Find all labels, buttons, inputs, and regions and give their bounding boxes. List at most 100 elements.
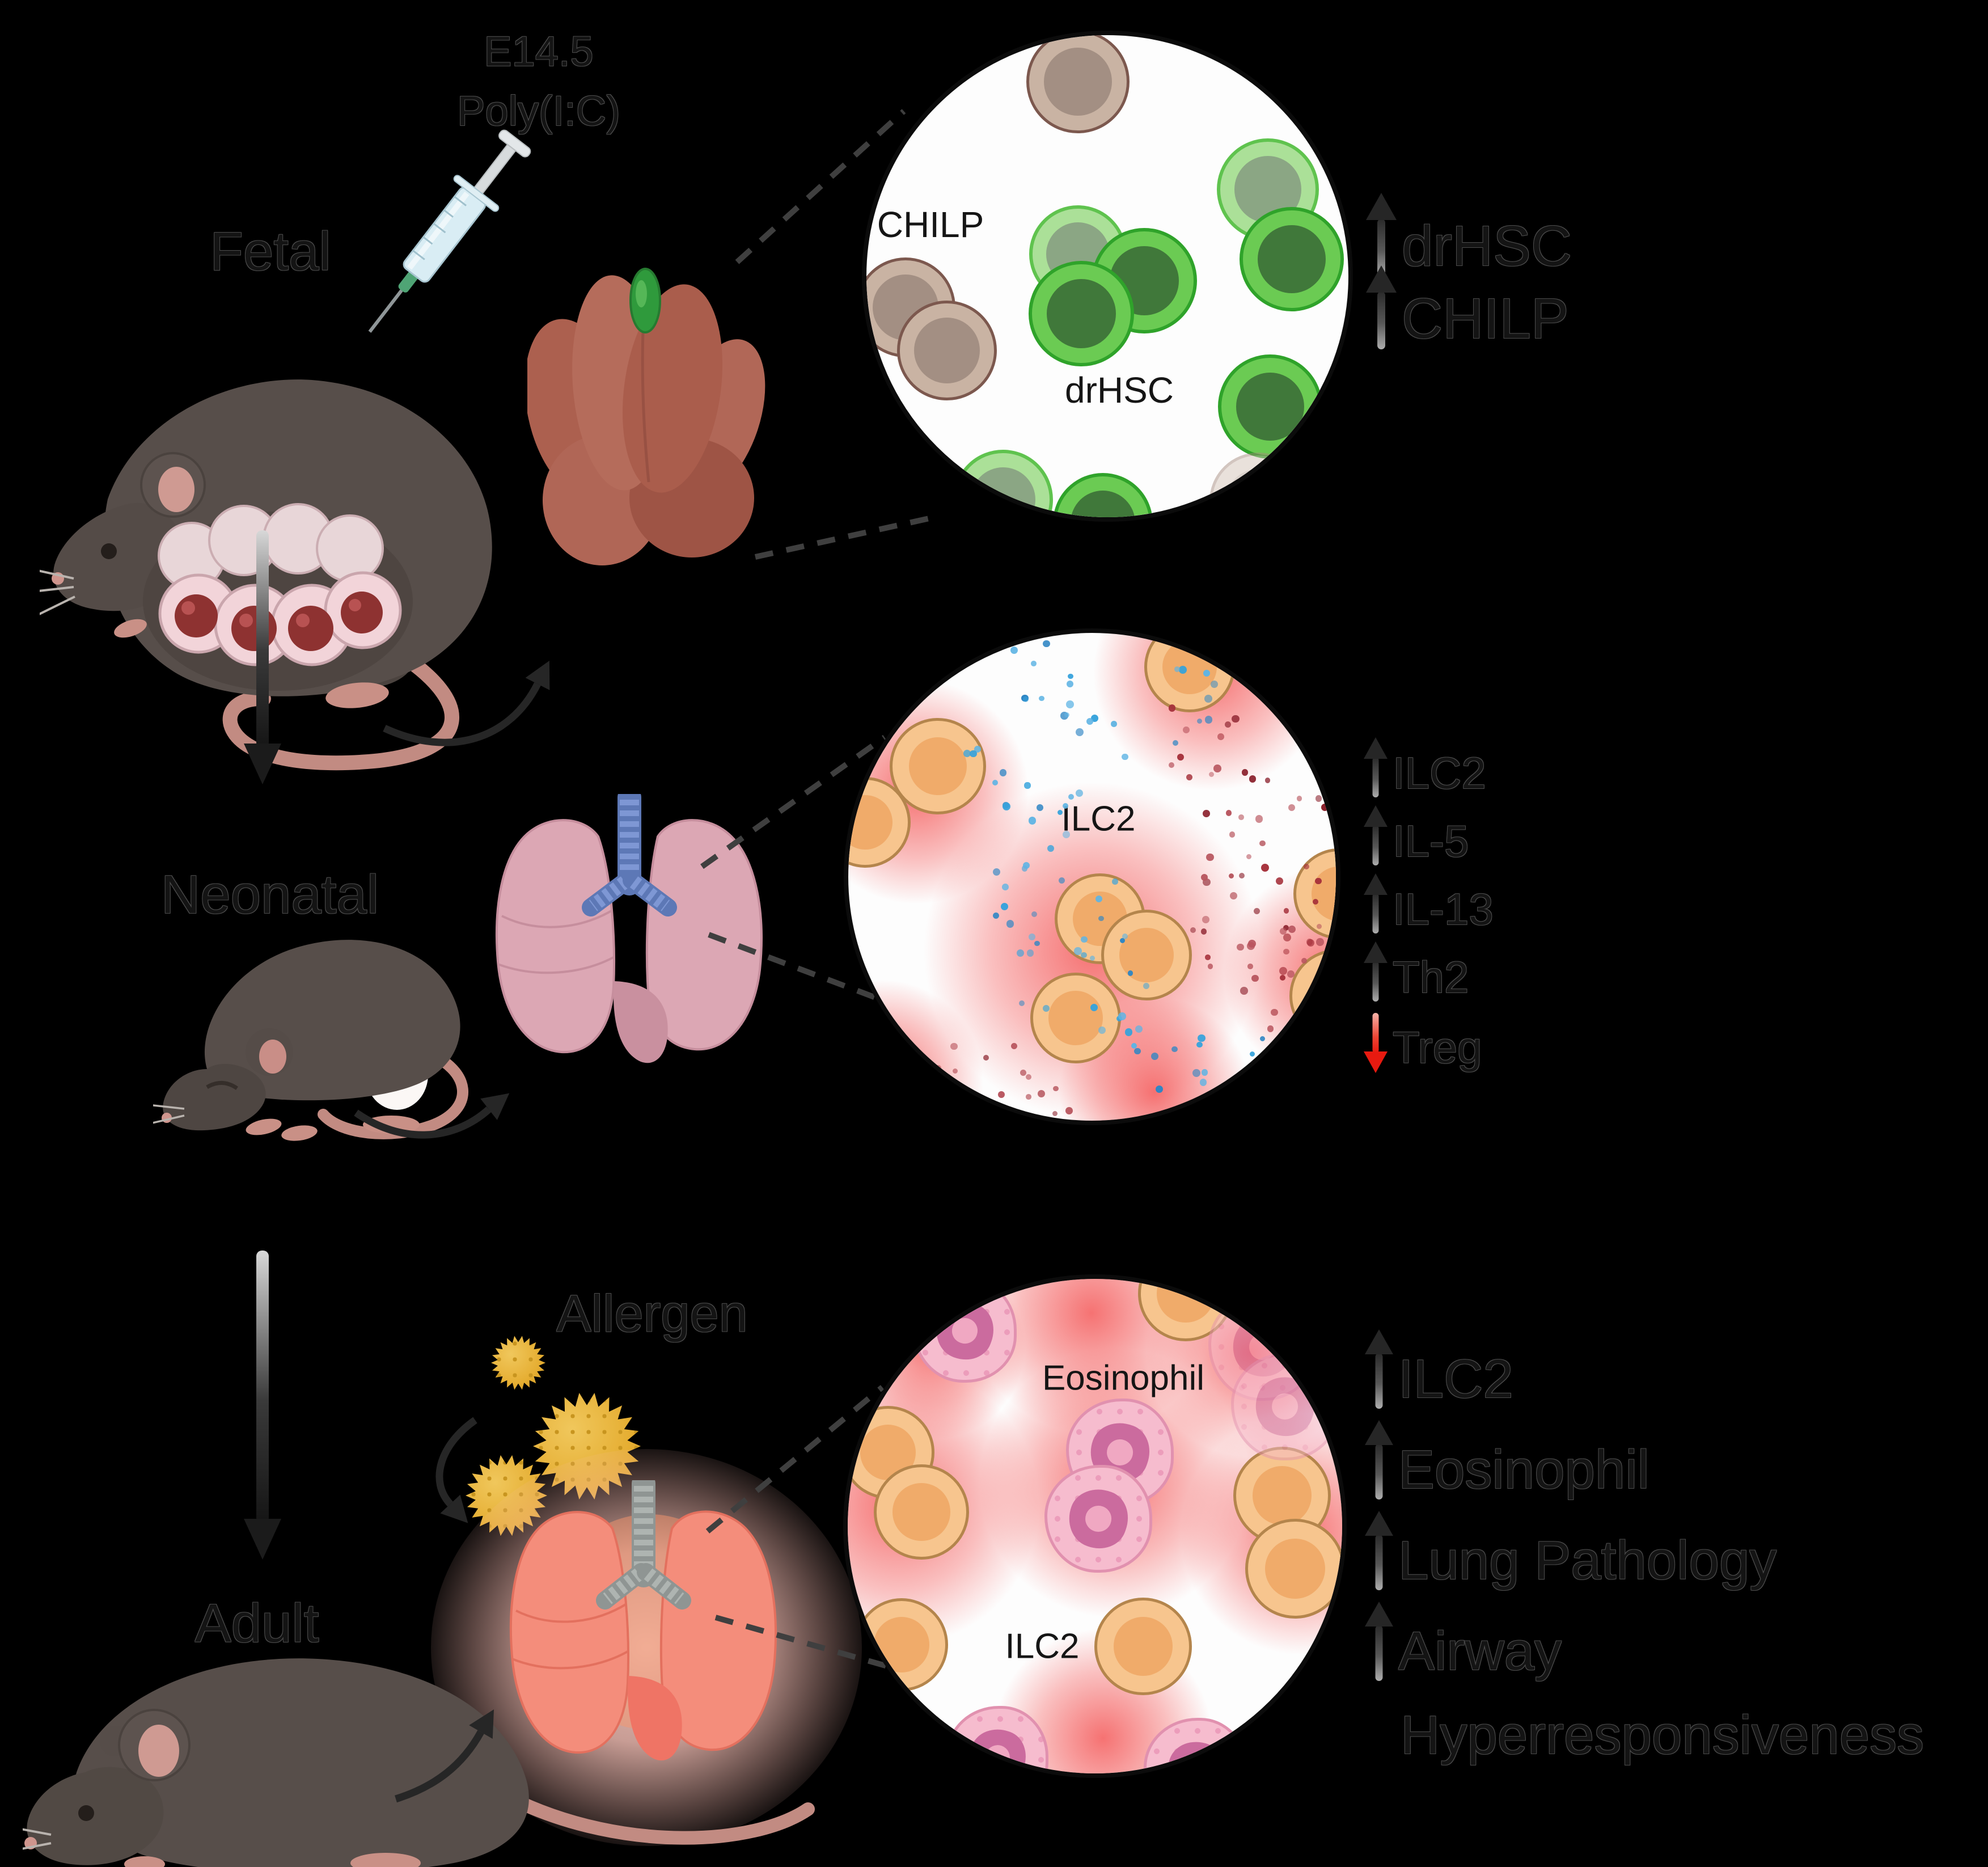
cytokine-dot-blue <box>1047 844 1055 852</box>
adult-mouse-icon <box>23 1658 815 1867</box>
cytokine-dot-red <box>1283 949 1289 955</box>
cytokine-dot-blue <box>1037 804 1044 811</box>
up-arrow-icon <box>1365 265 1397 350</box>
cytokine-dot-red <box>1186 774 1192 780</box>
cytokine-dot-red <box>1038 1089 1046 1098</box>
cytokine-dot-blue <box>1171 1046 1178 1053</box>
cytokine-dot-blue <box>1300 1042 1306 1048</box>
cytokine-dot-red <box>1183 726 1190 734</box>
cytokine-dot-red <box>1302 1054 1308 1060</box>
cytokine-dot-blue <box>992 779 999 785</box>
cytokine-dot-red <box>1315 878 1322 885</box>
cytokine-dot-red <box>1206 853 1214 861</box>
cytokine-dot-blue <box>1030 660 1037 666</box>
accessory-lobe <box>628 1676 682 1761</box>
cytokine-dot-blue <box>1098 1026 1106 1034</box>
cytokine-dot-blue <box>1131 1043 1137 1049</box>
cytokine-dot-red <box>926 1108 933 1116</box>
allergen-label: Allergen <box>556 1285 748 1343</box>
cytokine-dot-blue <box>1095 895 1102 902</box>
cytokine-dot-blue <box>1252 1116 1258 1121</box>
ilc2-cell <box>848 1024 919 1112</box>
cytokine-dot-red <box>947 1103 954 1110</box>
magnified-view-adult-lung: Eosinophil ILC2 <box>843 1274 1347 1778</box>
cytokine-dot-red <box>1200 928 1207 935</box>
cytokine-dot-red <box>1261 864 1269 872</box>
annotation-label-line2: Hyperresponsiveness <box>1401 1705 1924 1765</box>
cytokine-dot-blue <box>1127 970 1133 976</box>
cytokine-dot-blue <box>1086 717 1094 725</box>
magnified-view-fetal-liver: CHILP drHSC <box>862 31 1353 522</box>
cytokine-dot-red <box>1253 907 1261 915</box>
cytokine-dot-blue <box>1043 640 1051 648</box>
ilc2-cell <box>874 1464 969 1560</box>
cytokine-dot-blue <box>1192 1069 1200 1077</box>
annotation-airway: Airway <box>1364 1602 1562 1682</box>
cytokine-dot-blue <box>1203 670 1210 677</box>
cytokine-dot-red <box>1225 721 1231 728</box>
cytokine-dot-blue <box>1018 1000 1025 1006</box>
cytokine-dot-red <box>997 1091 1005 1099</box>
cytokine-dot-red <box>935 1065 942 1071</box>
cytokine-dot-red <box>1267 1025 1274 1032</box>
mouse-eye <box>78 1805 94 1821</box>
cytokine-dot-blue <box>1068 793 1074 800</box>
cytokine-dot-red <box>1288 925 1296 933</box>
cytokine-dot-blue <box>1150 1052 1159 1061</box>
cytokine-dot-red <box>1190 927 1196 933</box>
cytokine-dot-red <box>1272 1046 1280 1054</box>
cytokine-dot-red <box>1207 964 1213 969</box>
cytokine-dot-blue <box>1226 1101 1232 1108</box>
eosinophil-cell <box>1231 1353 1339 1460</box>
cytokine-dot-red <box>948 1118 956 1121</box>
mouse-hind-foot <box>325 682 389 708</box>
cytokine-dot-red <box>1290 1047 1296 1053</box>
cytokine-dot-blue <box>1211 681 1218 688</box>
cytokine-dot-blue <box>992 868 1000 876</box>
ilc2-cell <box>1030 973 1121 1063</box>
cytokine-dot-blue <box>999 769 1007 776</box>
ilc2-cell <box>855 1598 948 1691</box>
cytokine-dot-red <box>1169 762 1175 768</box>
trachea <box>596 1480 691 1610</box>
mouse-tail <box>509 1794 815 1845</box>
inflamed-lungs-icon <box>509 1480 777 1761</box>
annotation-il5: IL-5 <box>1363 805 1469 867</box>
up-arrow-icon <box>1363 805 1388 867</box>
cytokine-dot-blue <box>1090 1003 1098 1011</box>
eosinophil-cell <box>912 1279 1017 1383</box>
cytokine-dot-blue <box>1259 1036 1265 1041</box>
cytokine-dot-red <box>1317 924 1322 930</box>
cytokine-dot-red <box>1321 804 1329 811</box>
cytokine-dot-red <box>1202 915 1209 923</box>
cytokine-dot-red <box>1242 769 1249 776</box>
cytokine-dot-red <box>1020 1069 1027 1076</box>
cytokine-dot-blue <box>1075 728 1084 736</box>
accessory-lobe <box>614 981 668 1063</box>
cytokine-dot-red <box>1303 1019 1310 1025</box>
annotation-label: Airway <box>1398 1621 1562 1682</box>
drhsc-cell <box>1029 261 1134 366</box>
ilc2-cell-label: ILC2 <box>1061 799 1136 839</box>
cytokine-dot-red <box>1331 1050 1336 1058</box>
cytokine-dot-blue <box>974 746 981 753</box>
annotation-label: IL-13 <box>1393 884 1494 934</box>
cytokine-dot-red <box>1247 964 1253 969</box>
cytokine-dot-blue <box>1081 936 1088 943</box>
annotation-ilc2: ILC2 <box>1363 737 1486 799</box>
cytokine-dot-blue <box>1039 696 1044 702</box>
cytokine-dot-blue <box>963 749 971 758</box>
cytokine-dot-blue <box>1263 1097 1270 1105</box>
cytokine-dot-blue <box>1174 666 1180 672</box>
cytokine-dot-red <box>1280 974 1286 981</box>
up-arrow-icon <box>1364 1602 1394 1682</box>
cytokine-dot-red <box>1065 1107 1073 1114</box>
cytokine-dot-red <box>1203 810 1210 817</box>
cytokine-dot-red <box>983 1055 989 1061</box>
cytokine-dot-blue <box>1119 938 1125 944</box>
cytokine-dot-blue <box>1031 911 1037 917</box>
annotation-ilc2-adult: ILC2 <box>1364 1329 1513 1410</box>
cytokine-dot-blue <box>1276 1035 1282 1041</box>
cytokine-dot-blue <box>1081 952 1087 958</box>
